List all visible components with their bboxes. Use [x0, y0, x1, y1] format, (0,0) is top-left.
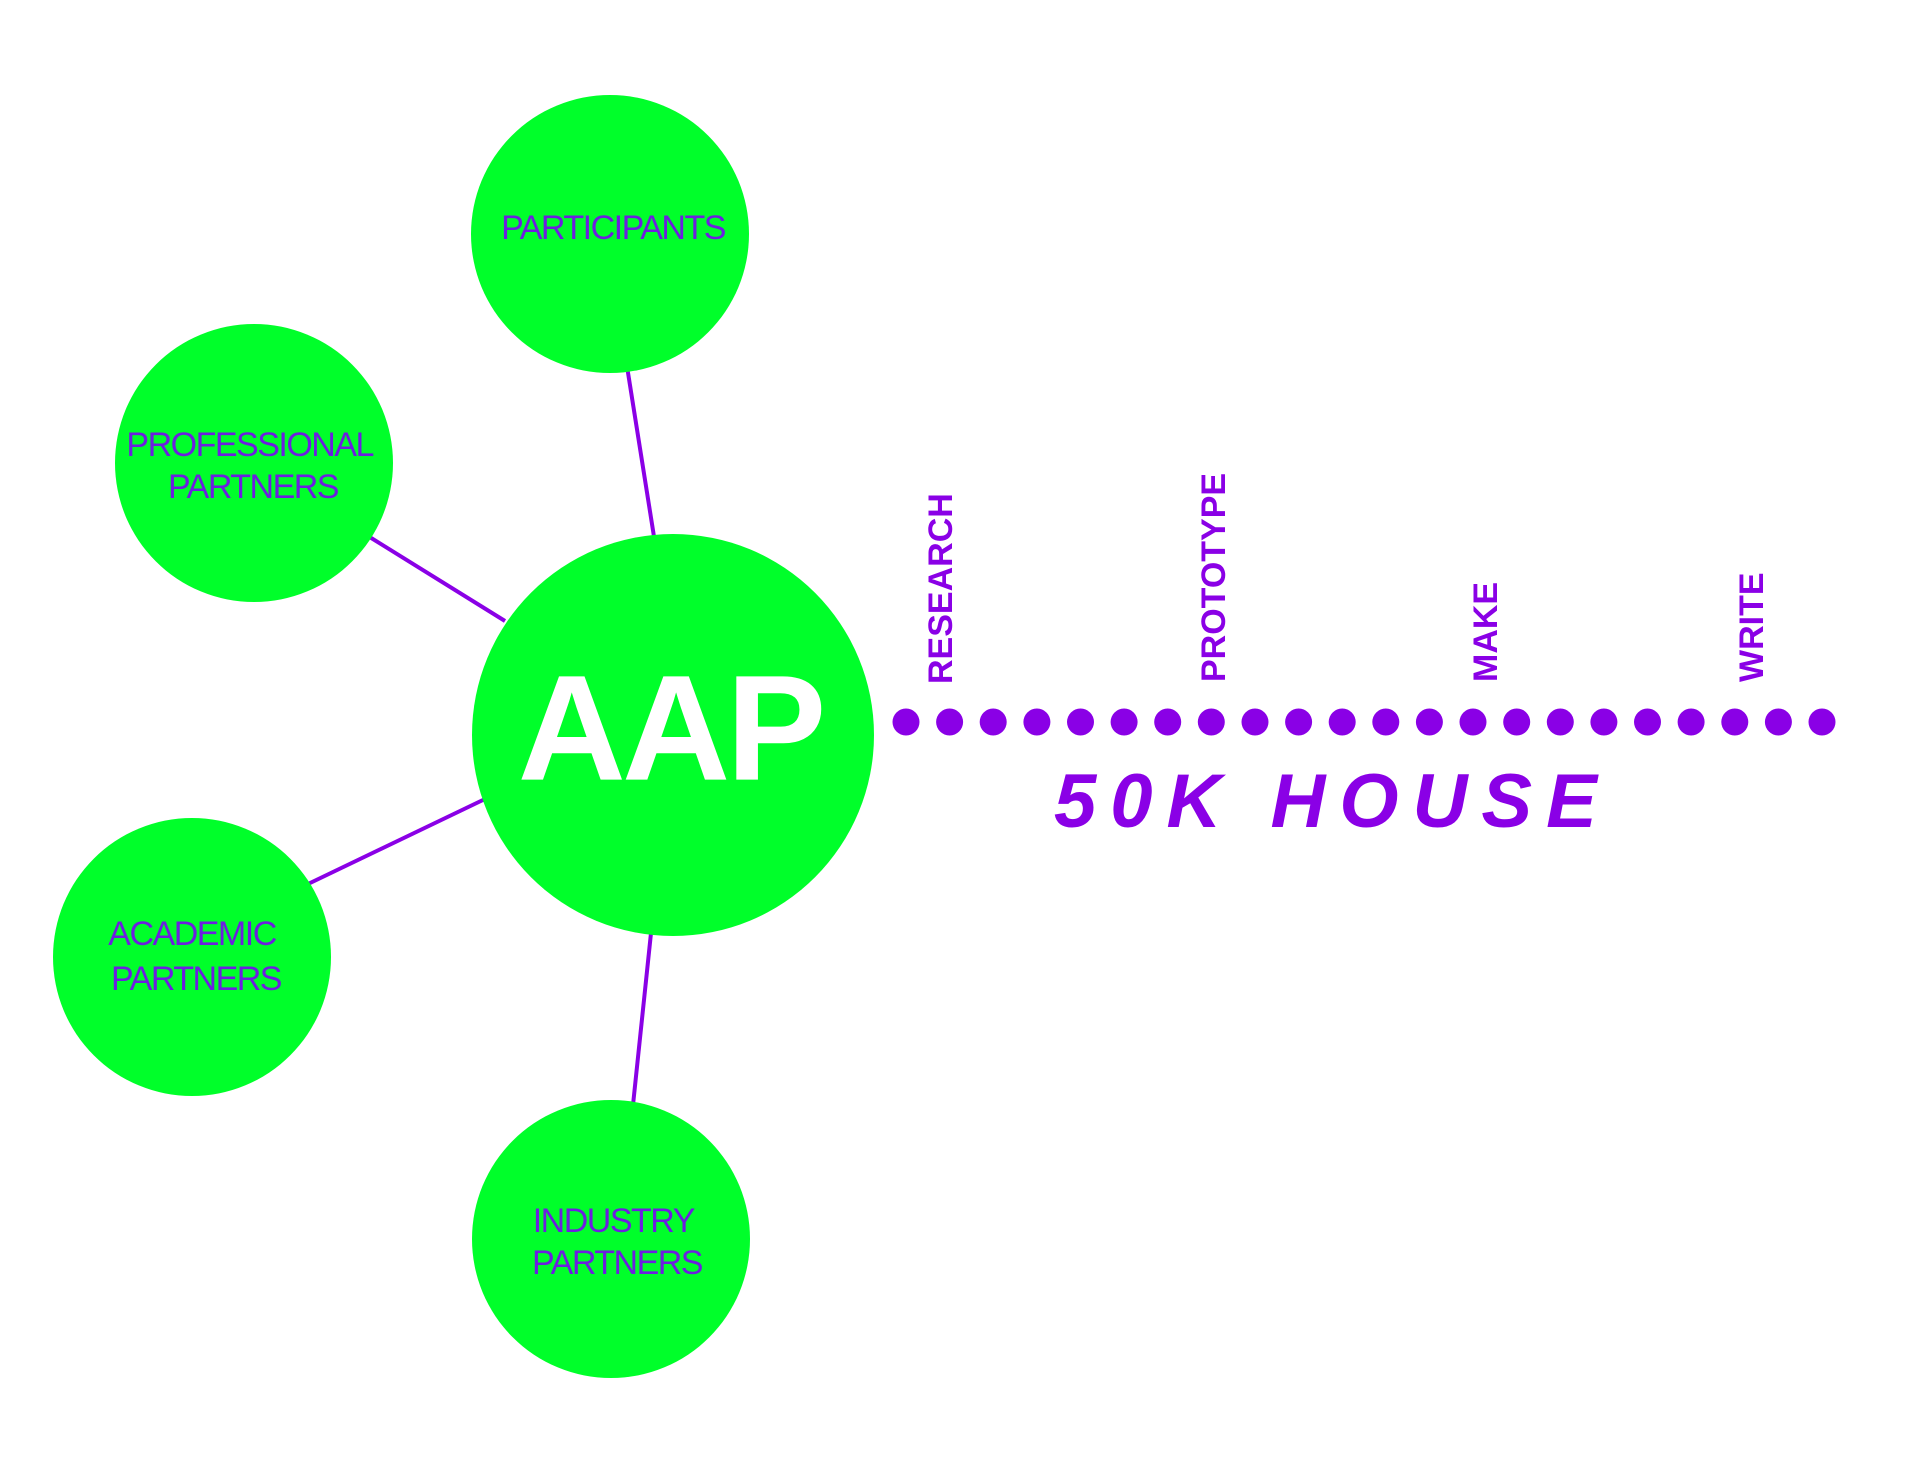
- timeline-dot: [1154, 708, 1182, 736]
- timeline-dot: [1415, 708, 1443, 736]
- node-participants-circle: [471, 95, 749, 373]
- timeline-dot: [936, 708, 964, 736]
- node-participants: PARTICIPANTS: [471, 95, 749, 373]
- connector-lines: [307, 359, 657, 1106]
- timeline-dot: [1110, 708, 1138, 736]
- timeline-dot: [1023, 708, 1051, 736]
- timeline-dot: [1372, 708, 1400, 736]
- node-academic-partners-label: ACADEMIC PARTNERS: [108, 915, 283, 998]
- node-professional-partners-line-1: PROFESSIONAL: [126, 426, 373, 464]
- timeline-dot: [1590, 708, 1618, 736]
- timeline-dot: [1067, 708, 1094, 736]
- timeline-dots: [892, 708, 1836, 736]
- node-professional-partners: PROFESSIONAL PARTNERS: [115, 324, 393, 602]
- node-academic-partners-circle: [53, 818, 331, 1096]
- node-industry-partners-line-1: INDUSTRY: [533, 1202, 695, 1240]
- node-professional-partners-line-2: PARTNERS: [168, 468, 339, 506]
- connector-industry-partners: [631, 932, 653, 1106]
- node-industry-partners: INDUSTRY PARTNERS: [472, 1100, 750, 1378]
- phase-label-prototype: PROTOTYPE: [1195, 473, 1233, 682]
- node-industry-partners-label: INDUSTRY PARTNERS: [532, 1202, 703, 1282]
- timeline-phases: RESEARCH PROTOTYPE MAKE WRITE: [922, 473, 1771, 684]
- project-title: 50K HOUSE: [1054, 759, 1611, 844]
- hub-circle: [472, 534, 874, 936]
- node-professional-partners-label: PROFESSIONAL PARTNERS: [126, 426, 379, 506]
- timeline-dot: [1764, 708, 1792, 736]
- node-industry-partners-circle: [472, 1100, 750, 1378]
- timeline-dot: [892, 708, 920, 736]
- phase-label-research: RESEARCH: [922, 493, 960, 684]
- connector-academic-partners: [307, 797, 486, 886]
- timeline-dot: [1328, 708, 1356, 736]
- timeline-dot: [1241, 708, 1269, 736]
- phase-label-make: MAKE: [1467, 582, 1505, 682]
- node-participants-label: PARTICIPANTS: [501, 209, 726, 247]
- timeline-dot: [1677, 708, 1705, 736]
- node-academic-partners-line-2: PARTNERS: [111, 960, 282, 998]
- timeline-dot: [1285, 708, 1313, 736]
- node-industry-partners-line-2: PARTNERS: [532, 1244, 703, 1282]
- timeline-dot: [1546, 708, 1574, 736]
- hub-node: AAP: [472, 534, 874, 936]
- timeline-dot: [1808, 708, 1836, 736]
- timeline-dot: [1634, 708, 1661, 736]
- phase-label-write: WRITE: [1733, 572, 1771, 682]
- timeline-dot: [1721, 708, 1749, 736]
- timeline-dot: [1197, 708, 1225, 736]
- node-participants-line-1: PARTICIPANTS: [501, 209, 726, 247]
- timeline-dot: [979, 708, 1007, 736]
- hub-label: AAP: [518, 644, 823, 812]
- connector-professional-partners: [366, 534, 507, 623]
- node-academic-partners-line-1: ACADEMIC: [108, 915, 276, 953]
- node-academic-partners: ACADEMIC PARTNERS: [53, 818, 331, 1096]
- timeline-dot: [1459, 708, 1487, 736]
- timeline-dot: [1503, 708, 1531, 736]
- connector-participants: [624, 359, 657, 544]
- node-professional-partners-circle: [115, 324, 393, 602]
